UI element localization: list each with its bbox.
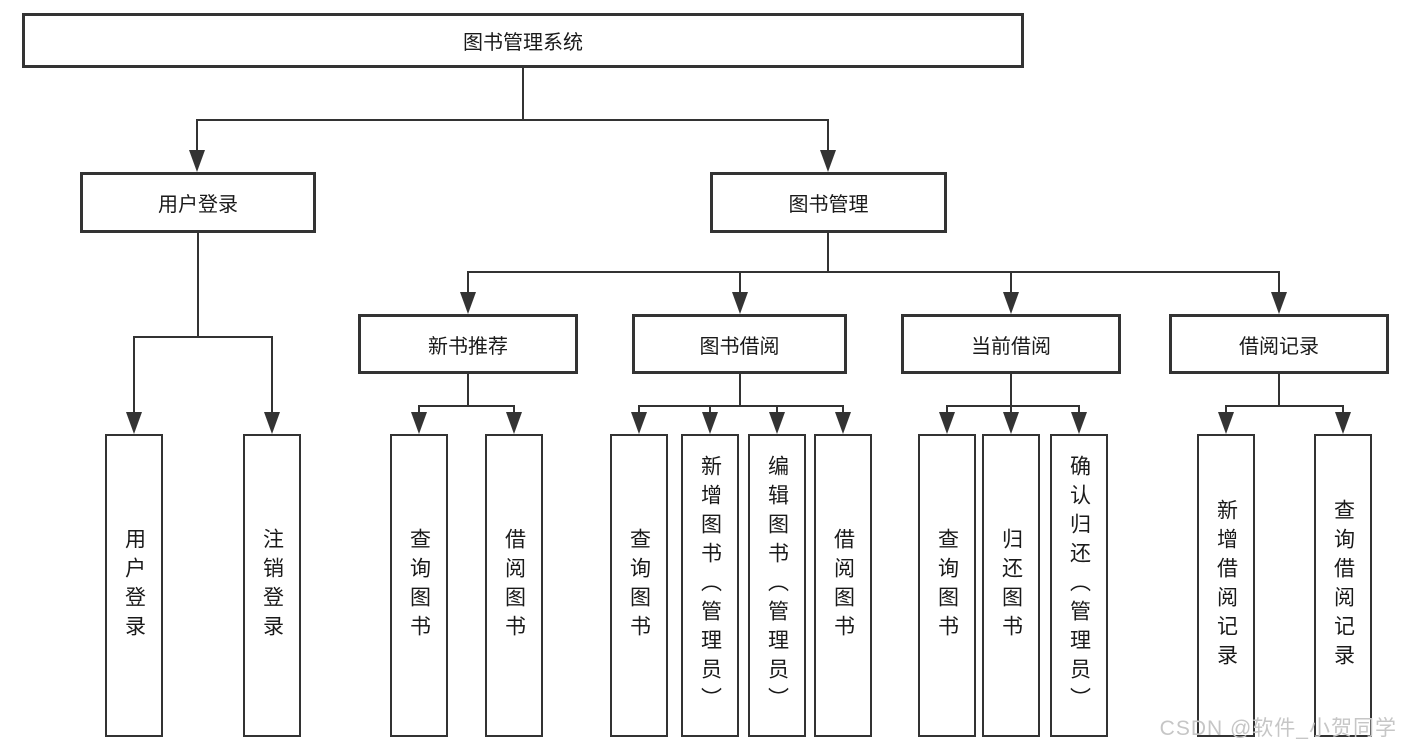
connector-line [1342,405,1344,415]
arrow-down-icon [126,412,142,434]
leaf-add-borrow-record: 新增借阅记录 [1197,434,1255,737]
node-new-book-recommend-label: 新书推荐 [428,335,508,358]
connector-line [522,68,524,120]
leaf-query-books-recommend-label: 查询图书 [407,527,431,644]
leaf-query-books-recommend: 查询图书 [390,434,448,737]
connector-line [467,374,469,407]
leaf-borrow-books-recommend-label: 借阅图书 [502,527,526,644]
leaf-query-borrow-record: 查询借阅记录 [1314,434,1372,737]
node-borrow-records-label: 借阅记录 [1239,335,1319,358]
leaf-query-books-current: 查询图书 [918,434,976,737]
leaf-add-books-admin: 新增图书（管理员） [681,434,739,737]
connector-line [639,405,844,407]
arrow-down-icon [460,292,476,314]
connector-line [468,271,1279,273]
connector-line [739,374,741,407]
connector-line [776,405,778,415]
leaf-logout: 注销登录 [243,434,301,737]
arrow-down-icon [1271,292,1287,314]
connector-line [271,336,273,414]
arrow-down-icon [1218,412,1234,434]
connector-line [946,405,948,415]
leaf-edit-books-admin-label: 编辑图书（管理员） [765,455,789,716]
node-book-management: 图书管理 [710,172,947,233]
arrow-down-icon [769,412,785,434]
connector-line [513,405,515,415]
connector-line [1225,405,1227,415]
leaf-edit-books-admin: 编辑图书（管理员） [748,434,806,737]
connector-line [1010,271,1012,294]
connector-line [134,336,273,338]
node-current-borrow-label: 当前借阅 [971,335,1051,358]
arrow-down-icon [264,412,280,434]
csdn-watermark: CSDN @软件_小贺同学 [1159,717,1397,740]
leaf-query-borrow-record-label: 查询借阅记录 [1331,498,1355,673]
arrow-down-icon [1003,412,1019,434]
connector-line [196,119,198,152]
connector-line [1278,271,1280,294]
connector-line [419,405,515,407]
leaf-return-books: 归还图书 [982,434,1040,737]
arrow-down-icon [189,150,205,172]
leaf-confirm-return-admin-label: 确认归还（管理员） [1067,455,1091,716]
leaf-borrow-books-recommend: 借阅图书 [485,434,543,737]
connector-line [1010,374,1012,407]
arrow-down-icon [820,150,836,172]
connector-line [827,233,829,273]
leaf-user-login: 用户登录 [105,434,163,737]
node-root: 图书管理系统 [22,13,1024,68]
connector-line [739,271,741,294]
leaf-confirm-return-admin: 确认归还（管理员） [1050,434,1108,737]
connector-line [842,405,844,415]
connector-line [1226,405,1344,407]
leaf-return-books-label: 归还图书 [999,527,1023,644]
arrow-down-icon [702,412,718,434]
arrow-down-icon [506,412,522,434]
node-user-login-label: 用户登录 [158,194,238,216]
connector-line [1010,405,1012,415]
leaf-add-borrow-record-label: 新增借阅记录 [1214,498,1238,673]
connector-line [709,405,711,415]
connector-line [197,119,829,121]
leaf-user-login-label: 用户登录 [122,527,146,644]
arrow-down-icon [835,412,851,434]
connector-line [638,405,640,415]
connector-line [1078,405,1080,415]
connector-line [827,119,829,152]
connector-line [197,233,199,338]
leaf-logout-label: 注销登录 [260,527,284,644]
leaf-query-books-borrow-label: 查询图书 [627,527,651,644]
leaf-borrow-books: 借阅图书 [814,434,872,737]
node-root-label: 图书管理系统 [463,32,583,54]
connector-line [1278,374,1280,407]
connector-line [133,336,135,414]
node-borrow-records: 借阅记录 [1169,314,1389,374]
connector-line [467,271,469,294]
node-book-borrow-label: 图书借阅 [699,335,780,358]
leaf-add-books-admin-label: 新增图书（管理员） [698,455,722,716]
node-user-login: 用户登录 [80,172,316,233]
connector-line [418,405,420,415]
arrow-down-icon [1071,412,1087,434]
node-new-book-recommend: 新书推荐 [358,314,578,374]
arrow-down-icon [411,412,427,434]
leaf-query-books-borrow: 查询图书 [610,434,668,737]
node-book-management-label: 图书管理 [788,194,869,216]
arrow-down-icon [1335,412,1351,434]
arrow-down-icon [732,292,748,314]
arrow-down-icon [1003,292,1019,314]
arrow-down-icon [631,412,647,434]
arrow-down-icon [939,412,955,434]
node-book-borrow: 图书借阅 [632,314,847,374]
leaf-borrow-books-label: 借阅图书 [831,527,855,644]
node-current-borrow: 当前借阅 [901,314,1121,374]
connector-line [947,405,1080,407]
leaf-query-books-current-label: 查询图书 [935,527,959,644]
